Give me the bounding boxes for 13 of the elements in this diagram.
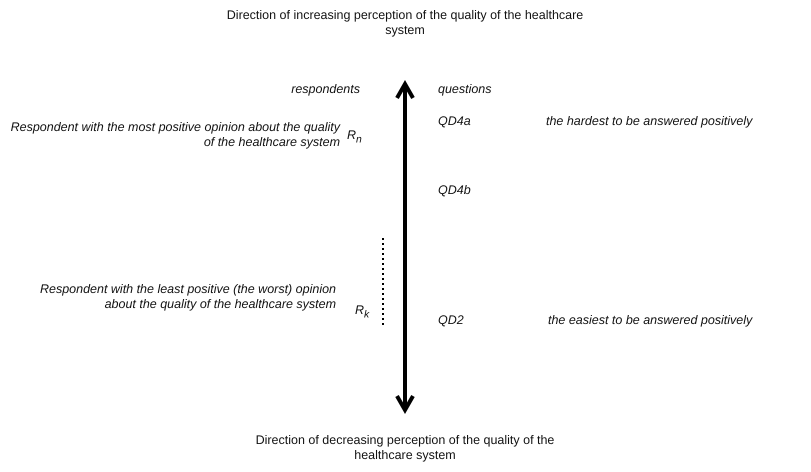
respondent-symbol: R$_{n}$ xyxy=(347,128,363,148)
column-heading: questions xyxy=(438,82,493,97)
respondent-description: Respondent with the least positive (the worst) opinion about the quality of the healthcare system xyxy=(40,282,336,312)
question-code: QD4a xyxy=(438,114,472,129)
respondent-symbol: R$_{k}$ xyxy=(355,303,370,322)
respondent-description: Respondent with the most positive opinion about the quality of the healthcare system xyxy=(10,120,340,150)
question-note: the easiest to be answered positively xyxy=(548,313,754,328)
question-code: QD2 xyxy=(438,313,465,328)
column-heading: respondents xyxy=(290,82,360,97)
question-note: the hardest to be answered positively xyxy=(546,114,754,129)
direction-caption: Direction of increasing perception of the quality of the healthcare system xyxy=(226,8,584,38)
direction-caption: Direction of decreasing perception of the quality of the healthcare system xyxy=(254,433,556,463)
question-code: QD4b xyxy=(438,183,472,198)
